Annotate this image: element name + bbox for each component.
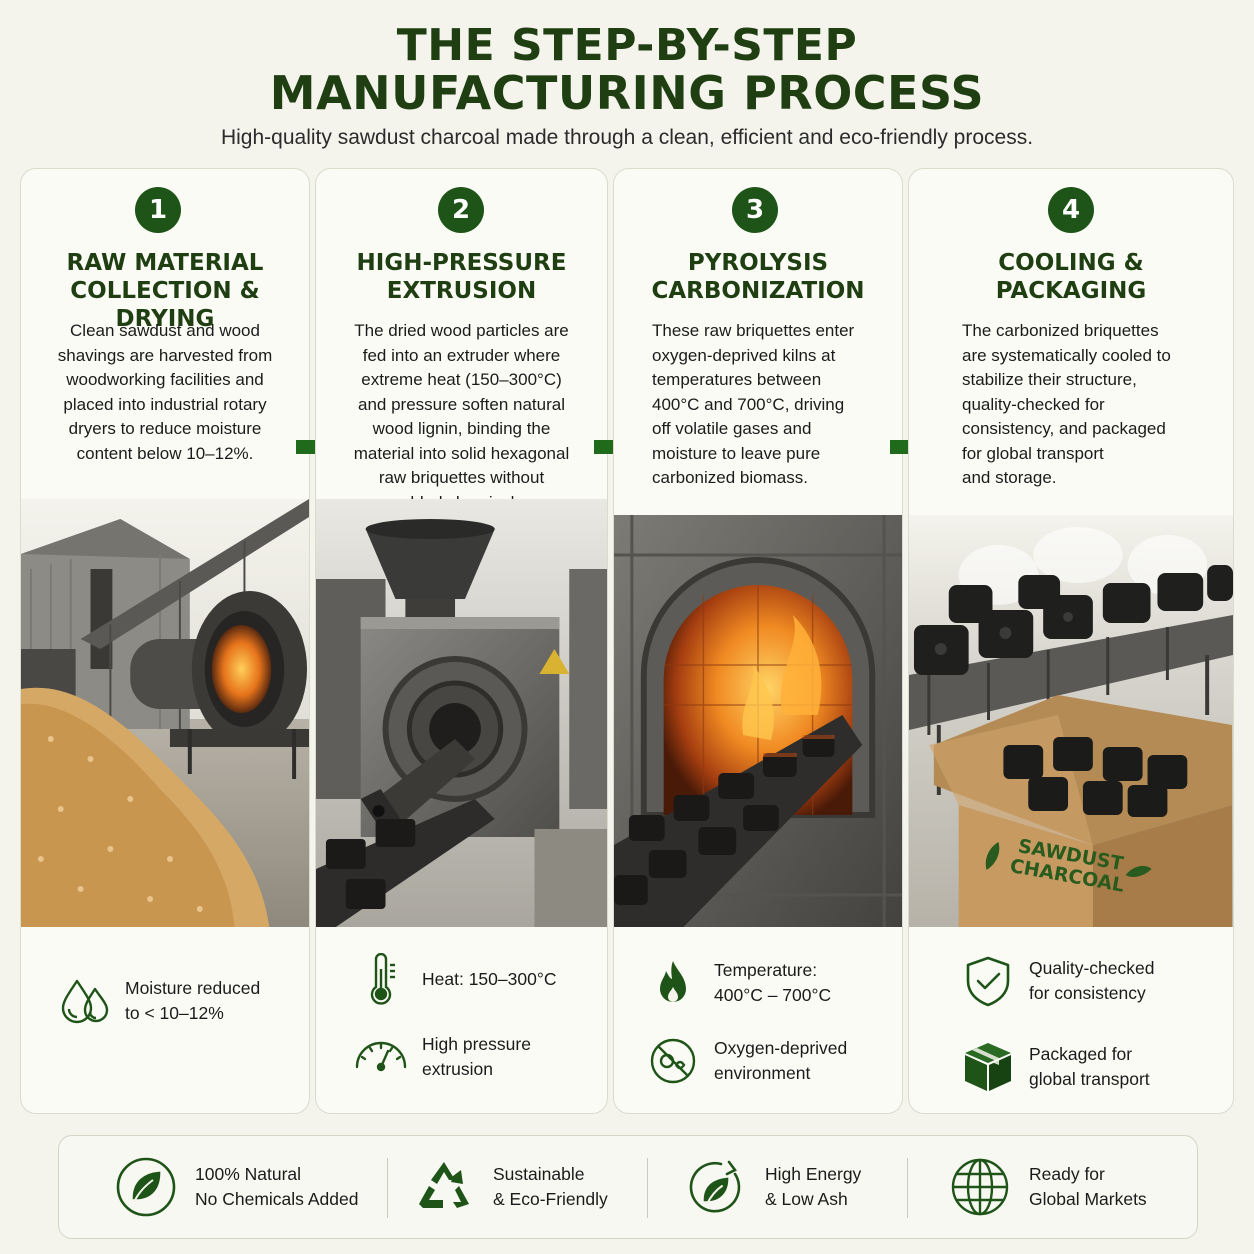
energy-leaf-icon <box>685 1156 747 1218</box>
recycle-icon <box>413 1156 475 1218</box>
step-number-badge: 3 <box>732 187 778 233</box>
benefits-divider <box>907 1158 908 1218</box>
page-title-line1: THE STEP-BY-STEP <box>396 20 858 71</box>
package-box-icon <box>959 1041 1017 1093</box>
step-number-badge: 2 <box>438 187 484 233</box>
feature-heat: Heat: 150–300°C <box>352 952 556 1005</box>
step-card-4: 4 COOLING &PACKAGING The carbonized briq… <box>908 168 1234 1114</box>
benefits-divider <box>647 1158 648 1218</box>
step-number-badge: 4 <box>1048 187 1094 233</box>
step-number-badge: 1 <box>135 187 181 233</box>
no-oxygen-icon <box>644 1035 702 1087</box>
benefits-divider <box>387 1158 388 1218</box>
pressure-gauge-icon <box>352 1031 410 1083</box>
step-title: COOLING &PACKAGING <box>995 250 1147 304</box>
benefit-energy: High Energy& Low Ash <box>685 1154 861 1220</box>
kiln-carbonization-photo <box>614 515 902 927</box>
flame-icon <box>644 957 702 1009</box>
page-title-line2: MANUFACTURING PROCESS <box>269 66 985 120</box>
thermometer-icon <box>352 952 410 1005</box>
leaf-circle-icon <box>115 1156 177 1218</box>
shield-check-icon <box>959 955 1017 1007</box>
feature-temperature: Temperature:400°C – 700°C <box>644 957 831 1009</box>
rotary-dryer-photo <box>21 499 309 927</box>
page-subtitle: High-quality sawdust charcoal made throu… <box>220 126 1034 149</box>
extruder-machine-photo <box>316 499 607 927</box>
water-drops-icon <box>55 975 113 1027</box>
globe-icon <box>949 1156 1011 1218</box>
benefit-sustainable: Sustainable& Eco-Friendly <box>413 1154 608 1220</box>
